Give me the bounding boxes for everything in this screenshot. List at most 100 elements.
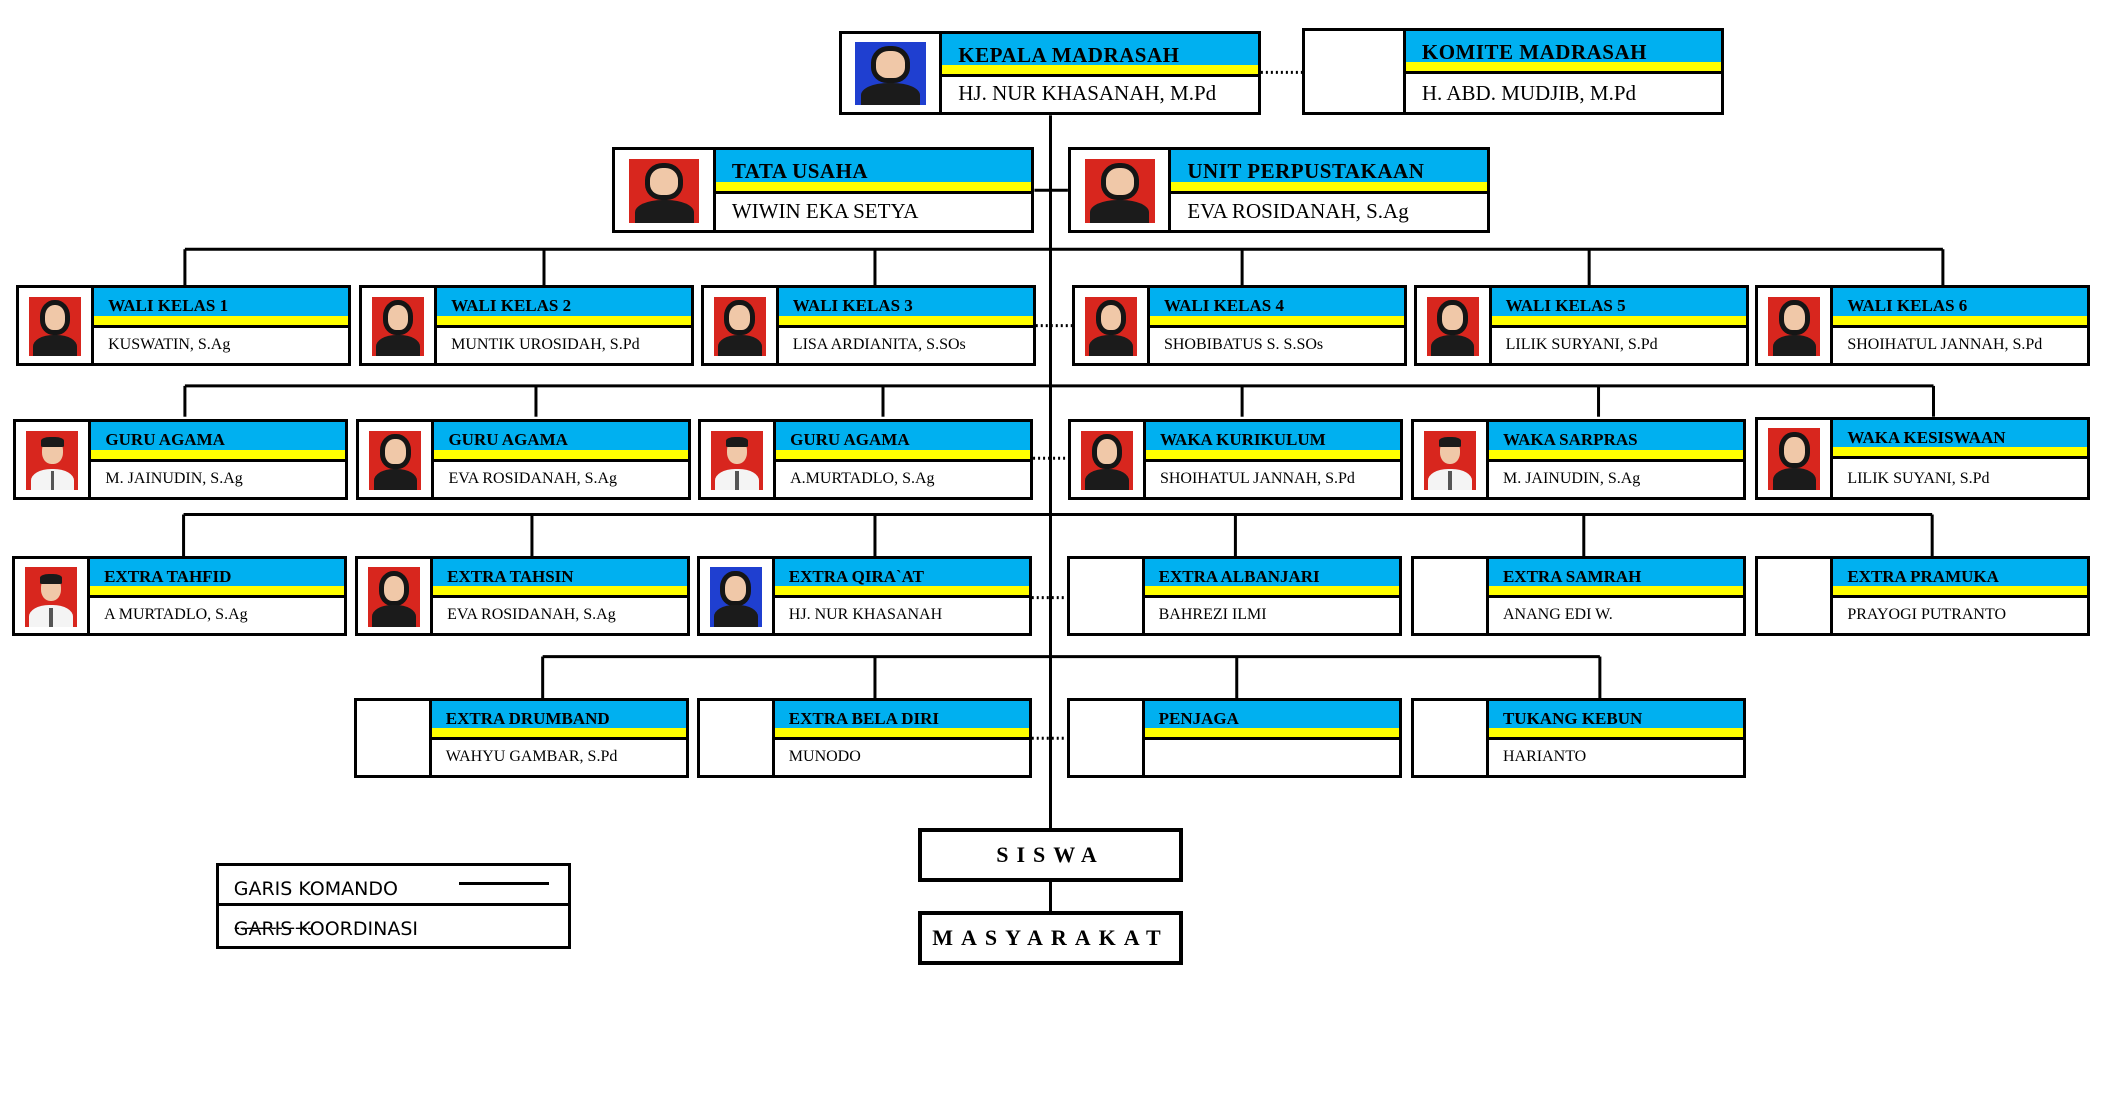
person-photo bbox=[369, 430, 422, 491]
position-title: TATA USAHA bbox=[715, 150, 1032, 191]
photo-frame bbox=[362, 288, 438, 363]
position-title: KOMITE MADRASAH bbox=[1405, 31, 1722, 72]
person-name: BAHREZI ILMI bbox=[1158, 606, 1267, 624]
person-body bbox=[1428, 468, 1472, 491]
masyarakat-box: MASYARAKAT bbox=[917, 911, 1184, 965]
org-card-komite: KOMITE MADRASAH H. ABD. MUDJIB, M.Pd bbox=[1302, 28, 1725, 116]
person-name: SHOIHATUL JANNAH, S.Pd bbox=[1847, 335, 2043, 353]
person-body bbox=[1085, 468, 1129, 491]
photo-frame bbox=[1758, 288, 1834, 363]
person-name: LILIK SURYANI, S.Pd bbox=[1505, 335, 1658, 353]
org-card-wk4: WALI KELAS 4 SHOBIBATUS S. S.SOs bbox=[1071, 285, 1407, 366]
person-head bbox=[650, 168, 679, 195]
person-name: A.MURTADLO, S.Ag bbox=[790, 469, 935, 487]
photo-frame bbox=[1413, 701, 1489, 776]
position-title: EXTRA ALBANJARI bbox=[1144, 559, 1399, 596]
person-photo bbox=[368, 567, 421, 627]
person-body bbox=[1089, 334, 1133, 357]
person-photo bbox=[1084, 159, 1155, 223]
person-body bbox=[372, 605, 416, 627]
person-name: HJ. NUR KHASANAH bbox=[788, 606, 943, 624]
person-body bbox=[715, 468, 759, 491]
person-head bbox=[1783, 304, 1805, 330]
person-photo bbox=[372, 296, 425, 357]
person-head bbox=[725, 437, 749, 464]
photo-frame bbox=[1758, 419, 1834, 497]
photo-frame bbox=[841, 33, 943, 113]
position-title: WALI KELAS 6 bbox=[1833, 288, 2088, 325]
position-title: UNIT PERPUSTAKAAN bbox=[1171, 150, 1487, 191]
position-title: PENJAGA bbox=[1144, 701, 1399, 738]
org-card-ex4: EXTRA ALBANJARI BAHREZI ILMI bbox=[1066, 556, 1402, 637]
photo-frame bbox=[1069, 701, 1145, 776]
position-title: EXTRA TAHFID bbox=[90, 559, 345, 596]
person-name: M. JAINUDIN, S.Ag bbox=[1502, 469, 1641, 487]
position-title: TUKANG KEBUN bbox=[1488, 701, 1743, 738]
person-head bbox=[1100, 304, 1122, 330]
person-photo bbox=[26, 430, 79, 491]
person-body bbox=[373, 468, 418, 491]
position-title: EXTRA SAMRAH bbox=[1488, 559, 1743, 596]
person-name: WAHYU GAMBAR, S.Pd bbox=[445, 748, 618, 766]
org-card-penjaga: PENJAGA bbox=[1066, 698, 1402, 779]
photo-frame bbox=[1416, 288, 1492, 363]
position-title: WALI KELAS 3 bbox=[778, 288, 1033, 325]
person-body bbox=[1772, 334, 1817, 357]
person-name: ANANG EDI W. bbox=[1502, 606, 1613, 624]
person-name: EVA ROSIDANAH, S.Ag bbox=[448, 469, 618, 487]
person-name: M. JAINUDIN, S.Ag bbox=[105, 469, 243, 487]
photo-frame bbox=[1413, 422, 1489, 497]
photo-frame bbox=[699, 559, 775, 634]
legend-box: GARIS KOMANDO GARIS KOORDINASI-----------… bbox=[215, 862, 571, 949]
photo-frame bbox=[1069, 559, 1145, 634]
person-photo bbox=[1080, 430, 1133, 491]
solid-line-sample bbox=[458, 881, 549, 885]
position-title: GURU AGAMA bbox=[434, 422, 689, 459]
dashed-line-sample: ------------- bbox=[233, 917, 314, 938]
person-name: SHOBIBATUS S. S.SOs bbox=[1163, 335, 1324, 353]
person-body bbox=[33, 334, 77, 357]
person-name: HARIANTO bbox=[1502, 748, 1587, 766]
person-photo bbox=[711, 430, 764, 491]
position-title: WALI KELAS 4 bbox=[1149, 288, 1404, 325]
person-name: HJ. NUR KHASANAH, M.Pd bbox=[958, 80, 1217, 105]
person-head bbox=[725, 575, 747, 601]
photo-frame bbox=[358, 559, 434, 634]
person-name: KUSWATIN, S.Ag bbox=[108, 335, 231, 353]
org-card-tu: TATA USAHA WIWIN EKA SETYA bbox=[612, 147, 1035, 234]
person-head bbox=[1783, 436, 1805, 463]
person-body bbox=[376, 334, 420, 357]
photo-frame bbox=[1758, 559, 1834, 634]
org-card-ex3: EXTRA QIRA`AT HJ. NUR KHASANAH bbox=[696, 556, 1032, 637]
person-name: EVA ROSIDANAH, S.Ag bbox=[447, 606, 616, 624]
person-photo bbox=[713, 296, 766, 357]
person-photo bbox=[1768, 428, 1821, 490]
person-head bbox=[385, 438, 406, 464]
person-name: WIWIN EKA SETYA bbox=[731, 198, 919, 223]
photo-frame bbox=[1413, 559, 1489, 634]
person-name: H. ABD. MUDJIB, M.Pd bbox=[1421, 80, 1636, 105]
photo-frame bbox=[1070, 150, 1172, 231]
legend-coordination-label: GARIS KOORDINASI bbox=[233, 917, 418, 940]
org-card-ga2: GURU AGAMA EVA ROSIDANAH, S.Ag bbox=[356, 419, 692, 500]
person-body bbox=[713, 605, 758, 627]
person-photo bbox=[1085, 296, 1137, 357]
person-body bbox=[1430, 334, 1475, 357]
person-head bbox=[1096, 438, 1118, 464]
photo-frame bbox=[1074, 288, 1150, 363]
legend-row-command: GARIS KOMANDO bbox=[218, 866, 568, 906]
person-body bbox=[861, 82, 921, 106]
position-title: EXTRA QIRA`AT bbox=[774, 559, 1029, 596]
